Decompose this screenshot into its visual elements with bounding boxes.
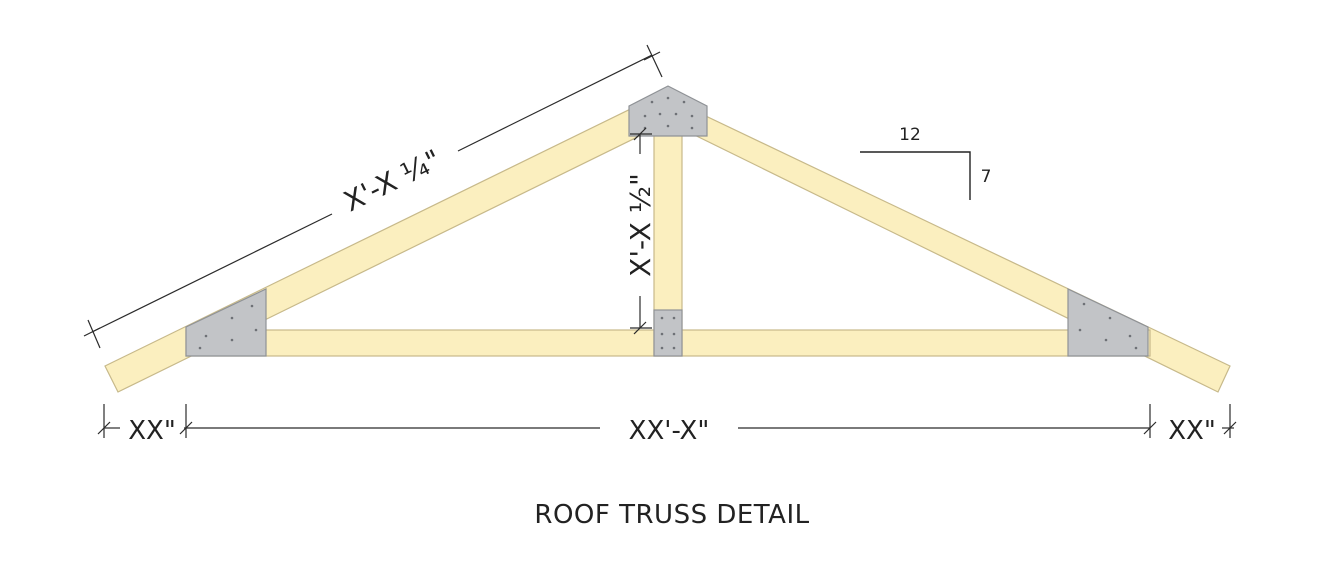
left-overhang-label: XX" [128,416,176,446]
left-heel-gusset-plate [185,288,267,357]
right-heel-gusset-plate [1067,288,1149,357]
horizontal-dimensions: XX" XX'-X" XX" [97,404,1237,446]
slope-run-label: 12 [899,125,921,145]
king-post-gusset-plate [653,309,683,357]
gusset-nails [198,96,1138,350]
slope-rise-label: 7 [981,167,992,187]
peak-gusset-plate [628,85,708,137]
slope-indicator: 12 7 [860,125,991,200]
top-chord-dimension: X'-X ¼" [83,44,663,349]
span-label: XX'-X" [629,416,710,446]
right-overhang-label: XX" [1168,416,1216,446]
king-post-height-label: X'-X ½" [624,173,657,277]
diagram-title: ROOF TRUSS DETAIL [534,500,809,530]
king-post-dimension: X'-X ½" [624,127,657,335]
